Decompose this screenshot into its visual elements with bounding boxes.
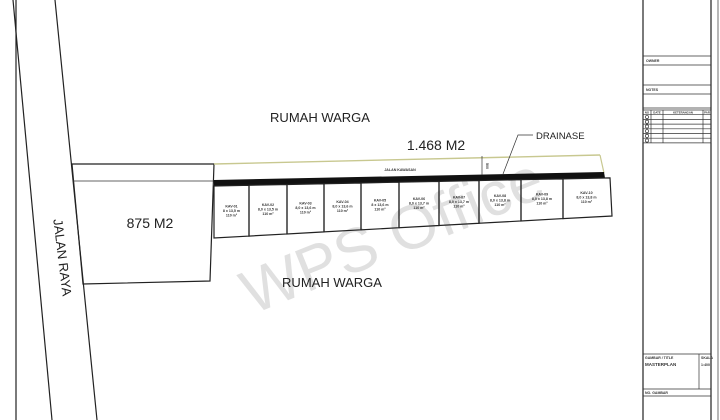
plot-area-label: 110 m² [337, 209, 349, 213]
revision-marker-icon [645, 115, 649, 120]
number-label: NO. GAMBAR [645, 391, 668, 395]
strip-area-label: 1.468 M2 [407, 137, 466, 153]
drainage-label: DRAINASE [536, 131, 585, 142]
plot-name-label: KAV-10 [580, 191, 592, 195]
plot-dim-label: 8,0 x 13,8 m [490, 199, 510, 203]
lot-area-label: 875 M2 [127, 215, 174, 231]
access-road-label: JALAN KAWASAN [384, 168, 416, 172]
notes-label: NOTES [646, 88, 659, 92]
revision-header: KETERANGAN [673, 111, 693, 115]
plot-name-label: KAV-03 [299, 202, 311, 206]
north-neighbor-label: RUMAH WARGA [270, 110, 370, 125]
revision-marker-icon [645, 133, 649, 138]
south-neighbor-label: RUMAH WARGA [282, 275, 382, 290]
plot-dim-label: 8,0 x 13,5 m [258, 207, 278, 211]
plot-name-label: KAV-07 [453, 196, 465, 200]
revision-marker-icon [645, 124, 649, 129]
strip-right-boundary [599, 154, 605, 174]
plot-dim-label: 8,0 x 13,7 m [409, 202, 429, 206]
scale-value: 1:400 [701, 363, 710, 367]
plot-area-label: 110 m² [581, 200, 593, 204]
plot-name-label: KAV-02 [262, 203, 274, 207]
plot-dim-label: 8 x 13,5 m [223, 209, 240, 213]
drainage-channel [214, 172, 605, 186]
plot-dim-label: 8,0 x 13,8 m [576, 195, 596, 199]
drawing-title-label: GAMBAR / TITLE [645, 356, 674, 360]
revision-header: PAR [704, 111, 710, 115]
revision-header: NO [645, 111, 650, 115]
plot-area-label: 110 m² [536, 202, 548, 206]
plot-name-label: KAV-09 [536, 193, 548, 197]
plot-dim-label: 8 x 13,6 m [371, 203, 388, 207]
plot-area-label: 110 m² [374, 208, 386, 212]
plot-dim-label: 8,0 x 13,6 m [332, 205, 352, 209]
plot-area-label: 110 m² [300, 211, 312, 215]
plot-name-label: KAV-06 [413, 197, 425, 201]
plot-dim-label: 8,0 x 13,7 m [449, 200, 469, 204]
plot-dim-label: 8,0 x 13,8 m [532, 197, 552, 201]
road-width-label: 500 [485, 163, 489, 169]
drawing-title: MASTERPLAN [645, 362, 676, 367]
plot-dim-label: 8,0 x 13,6 m [295, 206, 315, 210]
road-edge-left [12, 0, 53, 420]
revision-marker-icon [645, 138, 649, 143]
revision-marker-icon [645, 129, 649, 134]
revision-header: DATE [653, 111, 661, 115]
main-road-label: JALAN RAYA [50, 218, 74, 297]
plot-area-label: 110 m² [262, 212, 274, 216]
plot-name-label: KAV-05 [374, 199, 386, 203]
strip-top-boundary [213, 154, 601, 165]
lot-875 [71, 163, 215, 285]
plot-name-label: KAV-01 [225, 204, 237, 208]
owner-label: OWNER [646, 59, 660, 63]
plot-area-label: 110 m² [453, 205, 465, 209]
revision-marker-icon [645, 119, 649, 124]
plot-name-label: KAV-08 [494, 194, 506, 198]
plot-area-label: 110 m² [413, 206, 425, 210]
plot-name-label: KAV-04 [336, 200, 348, 204]
drainage-leader [502, 134, 533, 175]
plot-area-label: 110 m² [226, 213, 238, 217]
scale-label: SKALA [701, 356, 714, 360]
plot-area-label: 110 m² [494, 203, 506, 207]
plot-10 [562, 177, 613, 220]
